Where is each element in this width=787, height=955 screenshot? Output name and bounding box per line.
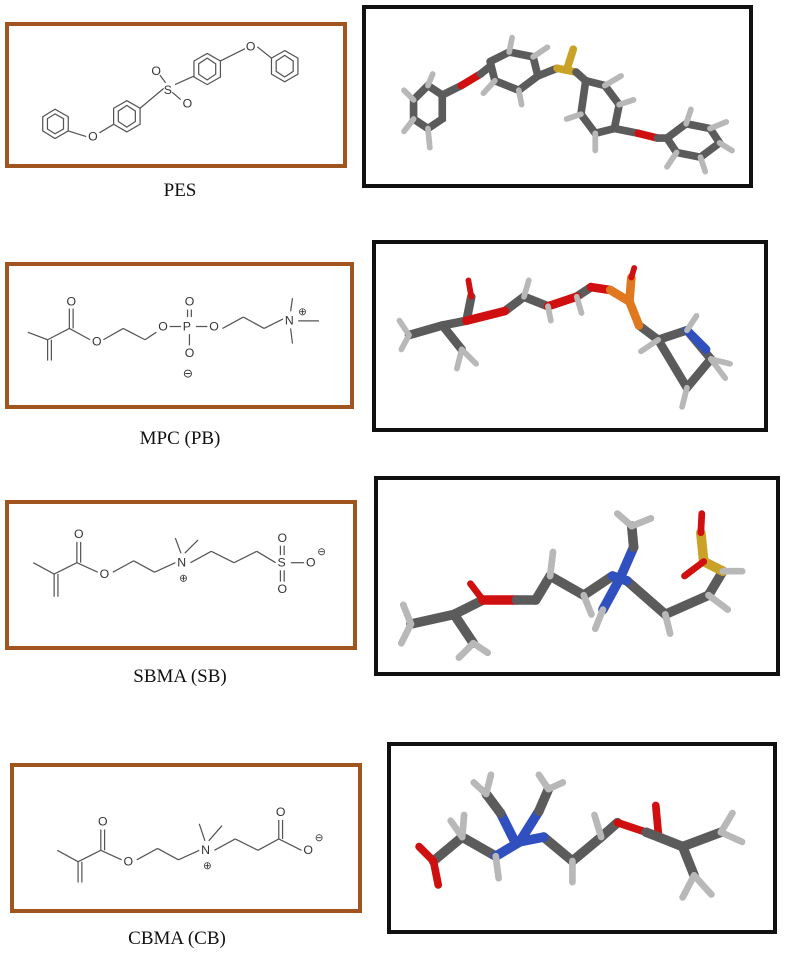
mpc-caption: MPC (PB) [139,428,221,449]
mpc-ester-o: O [92,334,102,348]
pes-ether-o1: O [88,129,98,143]
mpc-nitrogen: N [285,314,294,328]
pes-skeletal-formula: O S O O O [42,40,299,143]
sbma-plus-charge: ⊕ [179,574,188,585]
cbma-skeletal-formula: O O N ⊕ O O ⊖ [56,805,324,883]
mpc-phosphate-o1: O [158,319,168,333]
sbma-sulfonyl-o1: O [278,531,288,545]
pes-ether-o2: O [246,40,256,54]
sbma-skeletal-formula: O O N ⊕ S O O O ⊖ [33,527,326,597]
pes-3d-model [362,5,753,188]
mpc-phosphorus: P [183,319,191,333]
mpc-stick-model [396,265,733,410]
sbma-sulfur: S [278,555,286,569]
sbma-3d-model [374,476,780,676]
cbma-3d-model [387,742,777,934]
mpc-plus-charge: ⊕ [298,307,307,318]
sbma-sulfonyl-o2: O [278,582,288,596]
cbma-minus-charge: ⊖ [315,833,324,844]
mpc-phosphate-o2: O [209,319,219,333]
mpc-carbonyl-o: O [67,295,77,309]
pes-2d-structure: O S O O O [5,22,347,168]
pes-sulfur: S [164,83,172,97]
sbma-2d-structure: O O N ⊕ S O O O ⊖ [5,500,357,650]
sbma-caption: SBMA (SB) [133,666,227,687]
mpc-3d-model [372,240,768,432]
sbma-carbonyl-o: O [74,527,84,541]
cbma-carboxylate-o-minus: O [303,843,313,857]
cbma-stick-model [415,771,746,901]
cbma-nitrogen: N [201,843,210,857]
pes-caption: PES [163,180,197,201]
sbma-stick-model [397,510,746,661]
cbma-ester-o: O [124,854,134,868]
cbma-2d-structure: O O N ⊕ O O ⊖ [10,763,362,913]
cbma-acid-o: O [276,805,286,819]
cbma-caption: CBMA (CB) [128,928,226,949]
pes-stick-model [401,34,735,175]
mpc-phosphate-o-minus: O [185,346,195,360]
pes-sulfonyl-o1: O [151,64,161,78]
mpc-minus-charge: ⊖ [183,367,193,381]
cbma-carbonyl-o: O [98,815,108,829]
mpc-skeletal-formula: O O O P O O ⊖ O N ⊕ [27,295,319,381]
sbma-minus-charge: ⊖ [317,547,326,558]
mpc-2d-structure: O O O P O O ⊖ O N ⊕ [5,262,354,409]
sbma-nitrogen: N [177,555,186,569]
mpc-phosphoryl-o: O [185,295,195,309]
sbma-sulfonate-o-minus: O [306,555,316,569]
cbma-plus-charge: ⊕ [203,861,212,872]
pes-sulfonyl-o2: O [183,96,193,110]
sbma-ester-o: O [100,567,110,581]
